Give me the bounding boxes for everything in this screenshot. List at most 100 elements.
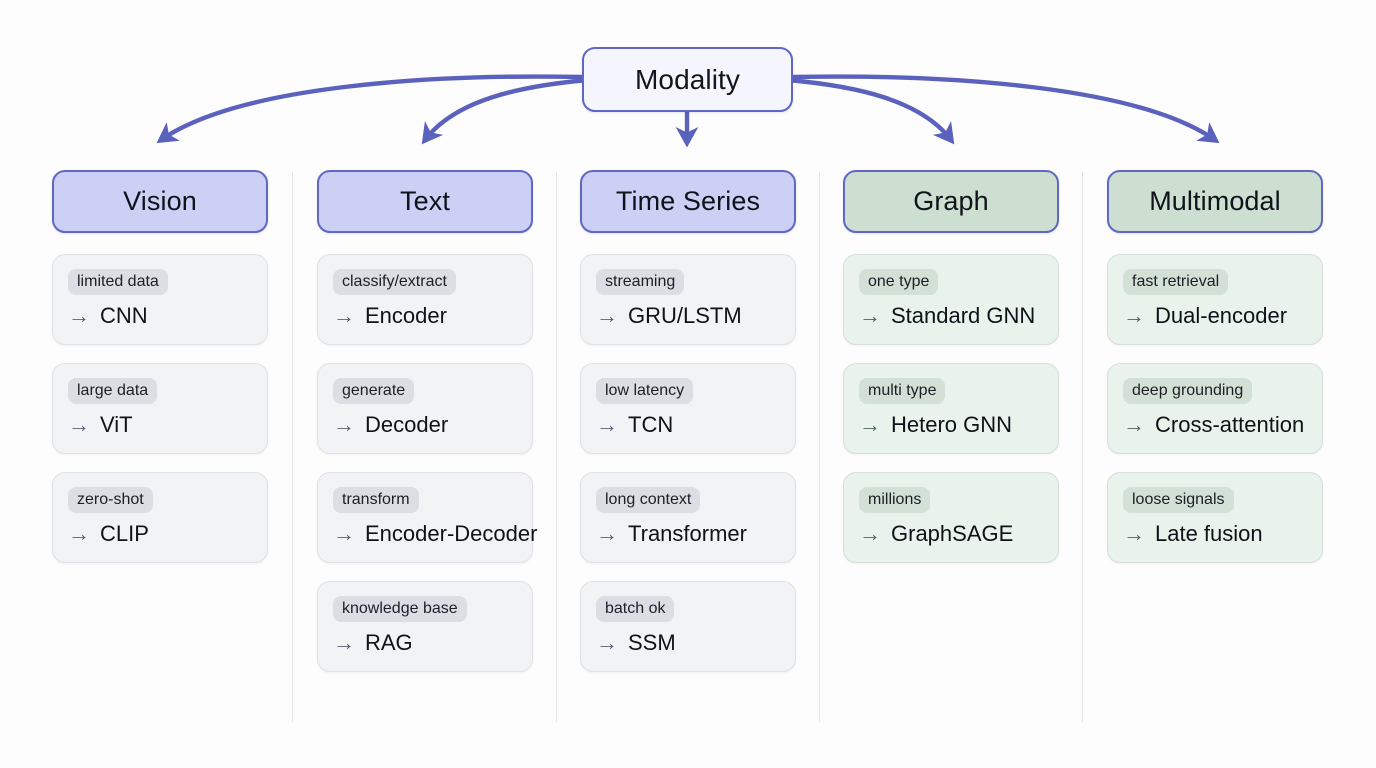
column-header-label: Time Series [615, 186, 761, 216]
card-condition-tag: limited data [68, 269, 168, 295]
card-result-row: →TCN [596, 413, 780, 437]
card-condition-tag: classify/extract [333, 269, 456, 295]
recommendation-card[interactable]: streaming → GRU/LSTM [580, 254, 796, 345]
card-result-label: ViT [100, 412, 133, 437]
arrow-right-icon: → [333, 303, 355, 328]
arrow-right-icon: → [333, 521, 355, 546]
card-result-row: →RAG [333, 631, 517, 655]
card-result-row: → CNN [68, 304, 252, 328]
card-result-label: Dual-encoder [1155, 303, 1288, 328]
card-result-label: Encoder-Decoder [365, 521, 538, 546]
card-condition-tag: batch ok [596, 596, 675, 622]
column-header-time-series[interactable]: Time Series [580, 170, 796, 233]
arrow-right-icon: → [596, 303, 618, 328]
card-result-row: → Hetero GNN [859, 413, 1043, 437]
card-result-row: → Encoder [333, 304, 517, 328]
card-result-label: Late fusion [1155, 521, 1263, 546]
card-result-row: → Late fusion [1123, 522, 1307, 546]
recommendation-card[interactable]: batch ok→SSM [580, 581, 796, 672]
column-time-series: Time Series streaming → GRU/LSTM low latency… [580, 170, 796, 690]
arrow-right-icon: → [68, 412, 90, 437]
card-result-label: Transformer [628, 521, 747, 546]
recommendation-card[interactable]: knowledge base →RAG [317, 581, 533, 672]
card-condition-tag: large data [68, 378, 158, 404]
card-condition-tag: transform [333, 487, 419, 513]
card-result-label: Hetero GNN [891, 412, 1013, 437]
recommendation-card[interactable]: deep grounding → Cross-attention [1107, 363, 1323, 454]
card-condition-tag: deep grounding [1123, 378, 1253, 404]
card-result-row: →Standard GNN [859, 304, 1043, 328]
connector-to-vision [156, 74, 585, 144]
arrow-right-icon: → [68, 521, 90, 546]
column-header-label: Vision [123, 186, 197, 216]
card-condition-tag: generate [333, 378, 415, 404]
column-divider-1 [292, 172, 293, 722]
card-result-label: GraphSAGE [891, 521, 1014, 546]
connector-to-text [421, 77, 591, 145]
card-condition-tag: zero-shot [68, 487, 153, 513]
card-result-row: →Transformer [596, 522, 780, 546]
recommendation-card[interactable]: multi type → Hetero GNN [843, 363, 1059, 454]
card-result-label: Standard GNN [891, 303, 1036, 328]
card-condition-tag: low latency [596, 378, 694, 404]
column-divider-3 [819, 172, 820, 722]
card-condition-tag: knowledge base [333, 596, 467, 622]
card-result-row: → ViT [68, 413, 252, 437]
recommendation-card[interactable]: zero-shot→CLIP [52, 472, 268, 563]
card-result-label: CNN [100, 303, 148, 328]
recommendation-card[interactable]: millions → GraphSAGE [843, 472, 1059, 563]
recommendation-card[interactable]: limited data → CNN [52, 254, 268, 345]
arrow-right-icon: → [596, 630, 618, 655]
recommendation-card[interactable]: classify/extract → Encoder [317, 254, 533, 345]
recommendation-card[interactable]: loose signals → Late fusion [1107, 472, 1323, 563]
recommendation-card[interactable]: fast retrieval →Dual-encoder [1107, 254, 1323, 345]
recommendation-card[interactable]: large data → ViT [52, 363, 268, 454]
card-condition-tag: multi type [859, 378, 946, 404]
card-condition-tag: streaming [596, 269, 685, 295]
column-header-text[interactable]: Text [317, 170, 533, 233]
column-header-multimodal[interactable]: Multimodal [1107, 170, 1323, 233]
column-divider-4 [1082, 172, 1083, 722]
arrow-right-icon: → [333, 412, 355, 437]
arrow-right-icon: → [1123, 412, 1145, 437]
card-result-row: → Cross-attention [1123, 413, 1307, 437]
column-header-graph[interactable]: Graph [843, 170, 1059, 233]
card-result-row: → Decoder [333, 413, 517, 437]
card-result-label: TCN [628, 412, 674, 437]
recommendation-card[interactable]: long context →Transformer [580, 472, 796, 563]
card-result-label: Decoder [365, 412, 449, 437]
card-result-label: Cross-attention [1155, 412, 1305, 437]
recommendation-card[interactable]: transform → Encoder-Decoder [317, 472, 537, 563]
column-text: Text classify/extract → Encoder generate → Dec… [317, 170, 537, 690]
card-result-row: → Encoder-Decoder [333, 521, 537, 546]
arrow-right-icon: → [1123, 521, 1145, 546]
column-header-vision[interactable]: Vision [52, 170, 268, 233]
root-node-label: Modality [634, 63, 741, 95]
column-header-label: Multimodal [1149, 186, 1281, 216]
card-result-row: → GRU/LSTM [596, 304, 780, 328]
arrow-right-icon: → [68, 303, 90, 328]
card-condition-tag: fast retrieval [1123, 269, 1229, 295]
card-condition-tag: loose signals [1123, 487, 1234, 513]
card-result-label: Encoder [365, 303, 447, 328]
card-condition-tag: one type [859, 269, 939, 295]
arrow-right-icon: → [859, 521, 881, 546]
column-header-label: Text [400, 186, 450, 216]
card-result-row: → GraphSAGE [859, 522, 1043, 546]
column-vision: Vision limited data → CNN large data → ViT zero… [52, 170, 268, 581]
card-result-label: RAG [365, 630, 413, 655]
root-node-modality[interactable]: Modality [582, 47, 793, 112]
card-condition-tag: millions [859, 487, 931, 513]
recommendation-card[interactable]: one type →Standard GNN [843, 254, 1059, 345]
card-result-row: →Dual-encoder [1123, 304, 1307, 328]
arrow-right-icon: → [859, 412, 881, 437]
recommendation-card[interactable]: low latency →TCN [580, 363, 796, 454]
recommendation-card[interactable]: generate → Decoder [317, 363, 533, 454]
card-condition-tag: long context [596, 487, 701, 513]
column-divider-2 [556, 172, 557, 722]
column-header-label: Graph [913, 186, 989, 216]
card-result-label: GRU/LSTM [628, 303, 742, 328]
connector-to-graph [785, 77, 955, 145]
